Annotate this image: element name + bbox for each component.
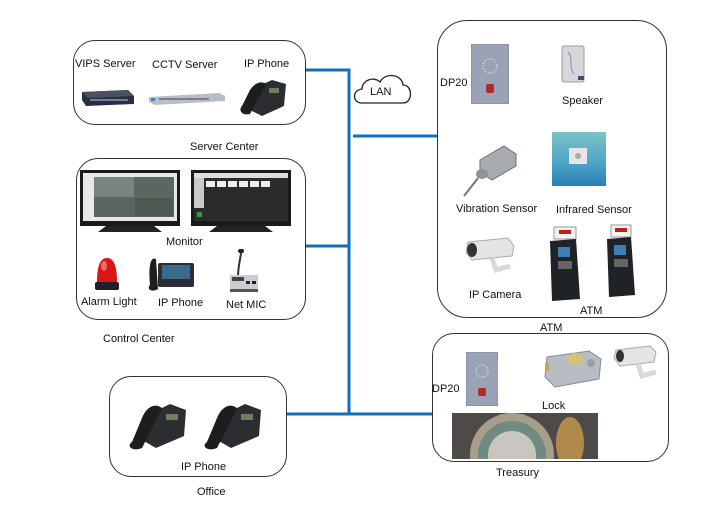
lock-label: Lock (542, 400, 566, 412)
vibration-sensor-label: Vibration Sensor (456, 203, 538, 215)
alarm-light-icon (95, 258, 119, 290)
infrared-sensor-icon (552, 132, 606, 186)
net-mic-label: Net MIC (226, 299, 267, 311)
net-mic-icon (230, 249, 258, 292)
link-server-center (306, 68, 351, 414)
cctv-server-icon (149, 93, 225, 105)
atm-dp20-label: DP20 (440, 77, 468, 89)
atm-machine-1-icon (550, 226, 580, 301)
vips-server-label: VIPS Server (75, 58, 136, 70)
lan-cloud-icon (353, 74, 412, 104)
lan-label: LAN (370, 86, 392, 98)
speaker-label: Speaker (562, 95, 603, 107)
infrared-sensor-label: Infrared Sensor (556, 204, 632, 216)
atm-dp20-icon (471, 44, 509, 104)
server-center-title: Server Center (190, 141, 259, 153)
server-ip-phone-icon (240, 80, 286, 116)
cctv-server-label: CCTV Server (152, 59, 218, 71)
office-ip-phone-1-icon (129, 404, 186, 450)
treasury-dp20-label: DP20 (432, 383, 460, 395)
vibration-sensor-icon (463, 145, 517, 197)
monitor-label: Monitor (166, 236, 203, 248)
office-ip-phone-2-icon (204, 404, 261, 450)
alarm-light-label: Alarm Light (81, 296, 137, 308)
lan-backbone (287, 68, 437, 416)
lock-icon (544, 350, 602, 388)
control-center-title: Control Center (103, 333, 175, 345)
monitor-dispatch-icon (191, 170, 291, 232)
speaker-icon (561, 45, 585, 83)
vips-server-icon (82, 90, 134, 106)
office-ip-phone-label: IP Phone (181, 461, 227, 473)
atm-ip-camera-icon (465, 237, 515, 274)
vault-door-icon (452, 413, 598, 459)
atm-machine-label: ATM (580, 305, 603, 317)
ip-camera-label: IP Camera (469, 289, 522, 301)
treasury-title: Treasury (496, 467, 539, 479)
treasury-ip-camera-icon (613, 345, 657, 380)
server-ip-phone-label: IP Phone (244, 58, 290, 70)
monitor-cctv-icon (80, 170, 180, 232)
video-ip-phone-icon (148, 258, 194, 291)
atm-title: ATM (540, 322, 563, 334)
treasury-dp20-icon (466, 352, 498, 406)
office-title: Office (197, 486, 226, 498)
atm-machine-2-icon (607, 224, 635, 297)
control-ip-phone-label: IP Phone (158, 297, 204, 309)
